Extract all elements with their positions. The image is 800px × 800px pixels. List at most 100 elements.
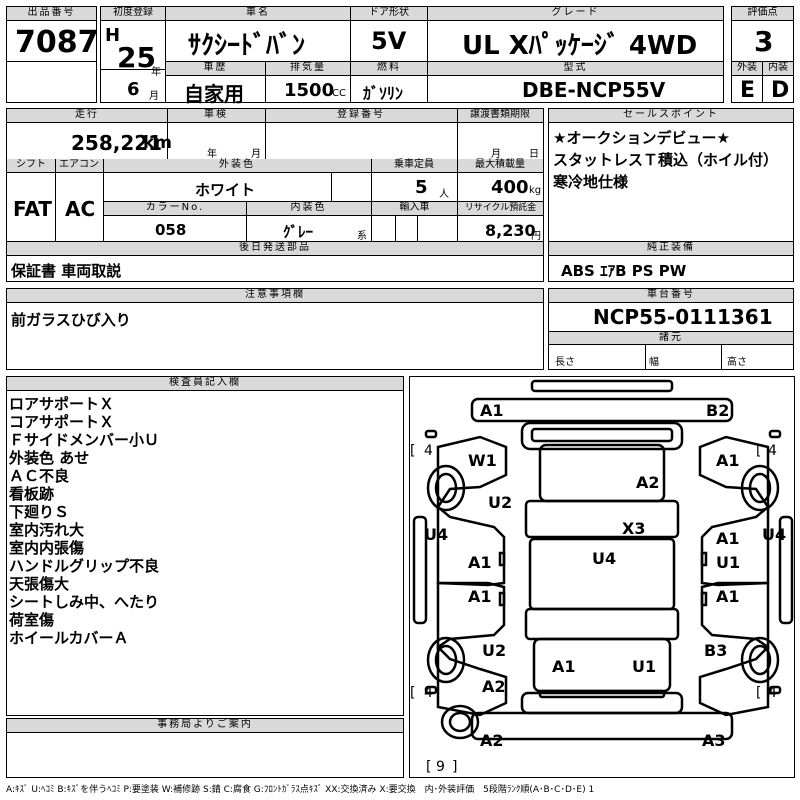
- door-cell: ドア形状 5V: [350, 6, 428, 62]
- model-label: 型式: [428, 62, 723, 76]
- later-parts: 保証書 車両取説: [11, 262, 122, 280]
- sales-point-line: スタットレスＴ積込（ホイル付）: [553, 151, 779, 169]
- tire-tread-front-right: [: [756, 443, 761, 459]
- damage-mark: U4: [592, 549, 617, 568]
- inspector-line: 外装色 あせ: [9, 449, 90, 467]
- capacity-label: 乗車定員: [371, 159, 457, 173]
- inspector-line: 天張傷大: [9, 575, 70, 593]
- damage-mark: A1: [468, 587, 492, 606]
- inspection-label: 車検: [167, 109, 265, 123]
- transfer-month-unit: 月: [491, 149, 501, 160]
- tire-depth-front-left: 4: [424, 443, 433, 459]
- later-parts-label: 後日発送部品: [7, 242, 543, 256]
- reg-month: 6: [127, 79, 140, 100]
- inspector-line: 室内汚れ大: [9, 521, 85, 539]
- score-label: 評価点: [732, 7, 793, 21]
- load-label: 最大積載量: [457, 159, 543, 173]
- damage-mark: A1: [716, 451, 740, 470]
- tire-tread-spare: [: [426, 759, 431, 775]
- tire-depth-rear-right: 4: [768, 685, 777, 701]
- notes-label: 注意事項欄: [7, 289, 543, 303]
- mileage: 258,221: [71, 131, 163, 155]
- damage-mark: A1: [716, 529, 740, 548]
- damage-mark: B2: [706, 401, 730, 420]
- mileage-unit: km: [143, 133, 173, 153]
- chassis-label: 車台番号: [549, 289, 793, 303]
- door-type: 5V: [371, 27, 407, 55]
- chassis-number: NCP55-0111361: [593, 305, 773, 329]
- history-label: 車歴: [166, 62, 265, 76]
- interior-color-label: 内装色: [246, 202, 371, 216]
- grade: UL Xﾊﾟｯｹｰｼﾞ 4WD: [462, 31, 698, 61]
- load-unit: kg: [529, 185, 542, 196]
- inspector-line: ハンドルグリップ不良: [9, 557, 160, 575]
- notes-block: 注意事項欄 前ガラスひび入り: [6, 288, 544, 370]
- damage-mark: A1: [480, 401, 504, 420]
- inspector-line: 下廻りＳ: [9, 503, 70, 521]
- transfer-label: 譲渡書類期限: [457, 109, 543, 123]
- car-name: ｻｸｼｰﾄﾞﾊﾞﾝ: [188, 31, 306, 61]
- specs-label: 諸元: [549, 332, 793, 345]
- inspector-line: コアサポートＸ: [9, 413, 115, 431]
- load: 400: [491, 177, 529, 198]
- reg-month-unit: 月: [149, 91, 159, 102]
- damage-mark: B3: [704, 641, 728, 660]
- grade-cell: グレード UL Xﾊﾟｯｹｰｼﾞ 4WD: [427, 6, 724, 62]
- transfer-day-unit: 日: [529, 149, 539, 160]
- shift: FAT: [13, 197, 52, 221]
- model: DBE-NCP55V: [522, 78, 666, 102]
- score-cell: 評価点 3: [731, 6, 794, 62]
- exterior-label: 外装: [732, 62, 762, 76]
- office-block: 事務局よりご案内: [6, 718, 404, 778]
- damage-mark: A1: [552, 657, 576, 676]
- damage-mark: U2: [488, 493, 513, 512]
- recycle-unit: 円: [531, 231, 541, 242]
- sales-point-block: セールスポイント ★オークションデビュー★ スタットレスＴ積込（ホイル付） 寒冷…: [548, 108, 794, 242]
- lot-cell: 出品番号 7087: [6, 6, 99, 62]
- inspector-line: ＡＣ不良: [9, 467, 70, 485]
- registration-cell: 初度登録 H 25 年 6 月: [100, 6, 166, 103]
- inspector-line: シートしみ中、へたり: [9, 593, 160, 611]
- capacity-unit: 人: [439, 189, 449, 200]
- tire-tread-rear-left: [: [410, 685, 415, 701]
- interior-grade: D: [771, 78, 790, 103]
- equipment-block: 純正装備 ABS ｴｱB PS PW: [548, 241, 794, 282]
- score: 3: [754, 25, 774, 58]
- inspection-month-unit: 月: [251, 149, 261, 160]
- shift-label: シフト: [7, 159, 55, 173]
- tire-depth-spare: 9: [436, 759, 445, 775]
- displacement-label: 排気量: [266, 62, 350, 76]
- recycle-label: リサイクル預託金: [458, 202, 543, 216]
- interior-label: 内装: [763, 62, 793, 76]
- fuel-cell: 燃料 ｶﾞｿﾘﾝ: [350, 61, 428, 103]
- color: ホワイト: [195, 181, 256, 199]
- inspector-line: ロアサポートＸ: [9, 395, 115, 413]
- later-parts-block: 後日発送部品 保証書 車両取説: [6, 241, 544, 282]
- damage-mark: A1: [716, 587, 740, 606]
- displacement-cell: 排気量 1500 CC: [265, 61, 351, 103]
- chassis-block: 車台番号 NCP55-0111361 諸元 長さ 幅 高さ: [548, 288, 794, 370]
- aircon-label: エアコン: [55, 159, 103, 173]
- vehicle-diagram: [4 [4 [4 [4 [9 ] A1 B2 W1 A1 U2 A2 X3 U4…: [409, 376, 795, 778]
- reg-year: 25: [117, 41, 156, 74]
- colorno: 058: [155, 221, 187, 239]
- interior-color-unit: 系: [357, 231, 367, 242]
- exterior-grade: E: [740, 78, 756, 103]
- sales-point-label: セールスポイント: [549, 109, 793, 123]
- car-outline: [4 [4 [4 [4 [9 ]: [410, 379, 794, 775]
- interior-grade-cell: 内装 D: [762, 61, 794, 103]
- recycle: 8,230: [485, 221, 536, 240]
- damage-mark: U1: [632, 657, 657, 676]
- damage-mark: A3: [702, 731, 726, 750]
- car-name-label: 車名: [166, 7, 350, 21]
- damage-mark: A1: [468, 553, 492, 572]
- damage-mark: A2: [480, 731, 504, 750]
- model-cell: 型式 DBE-NCP55V: [427, 61, 724, 103]
- inspector-label: 検査員記入欄: [7, 377, 403, 391]
- tire-tread-rear-right: [: [756, 685, 761, 701]
- tire-depth-front-right: 4: [768, 443, 777, 459]
- details-block: 走行 車検 登録番号 譲渡書類期限 258,221 km 年 月 月 日 シフト…: [6, 108, 544, 242]
- equipment-label: 純正装備: [549, 242, 793, 256]
- sales-point-line: ★オークションデビュー★: [553, 129, 730, 147]
- sales-point-line: 寒冷地仕様: [553, 173, 629, 191]
